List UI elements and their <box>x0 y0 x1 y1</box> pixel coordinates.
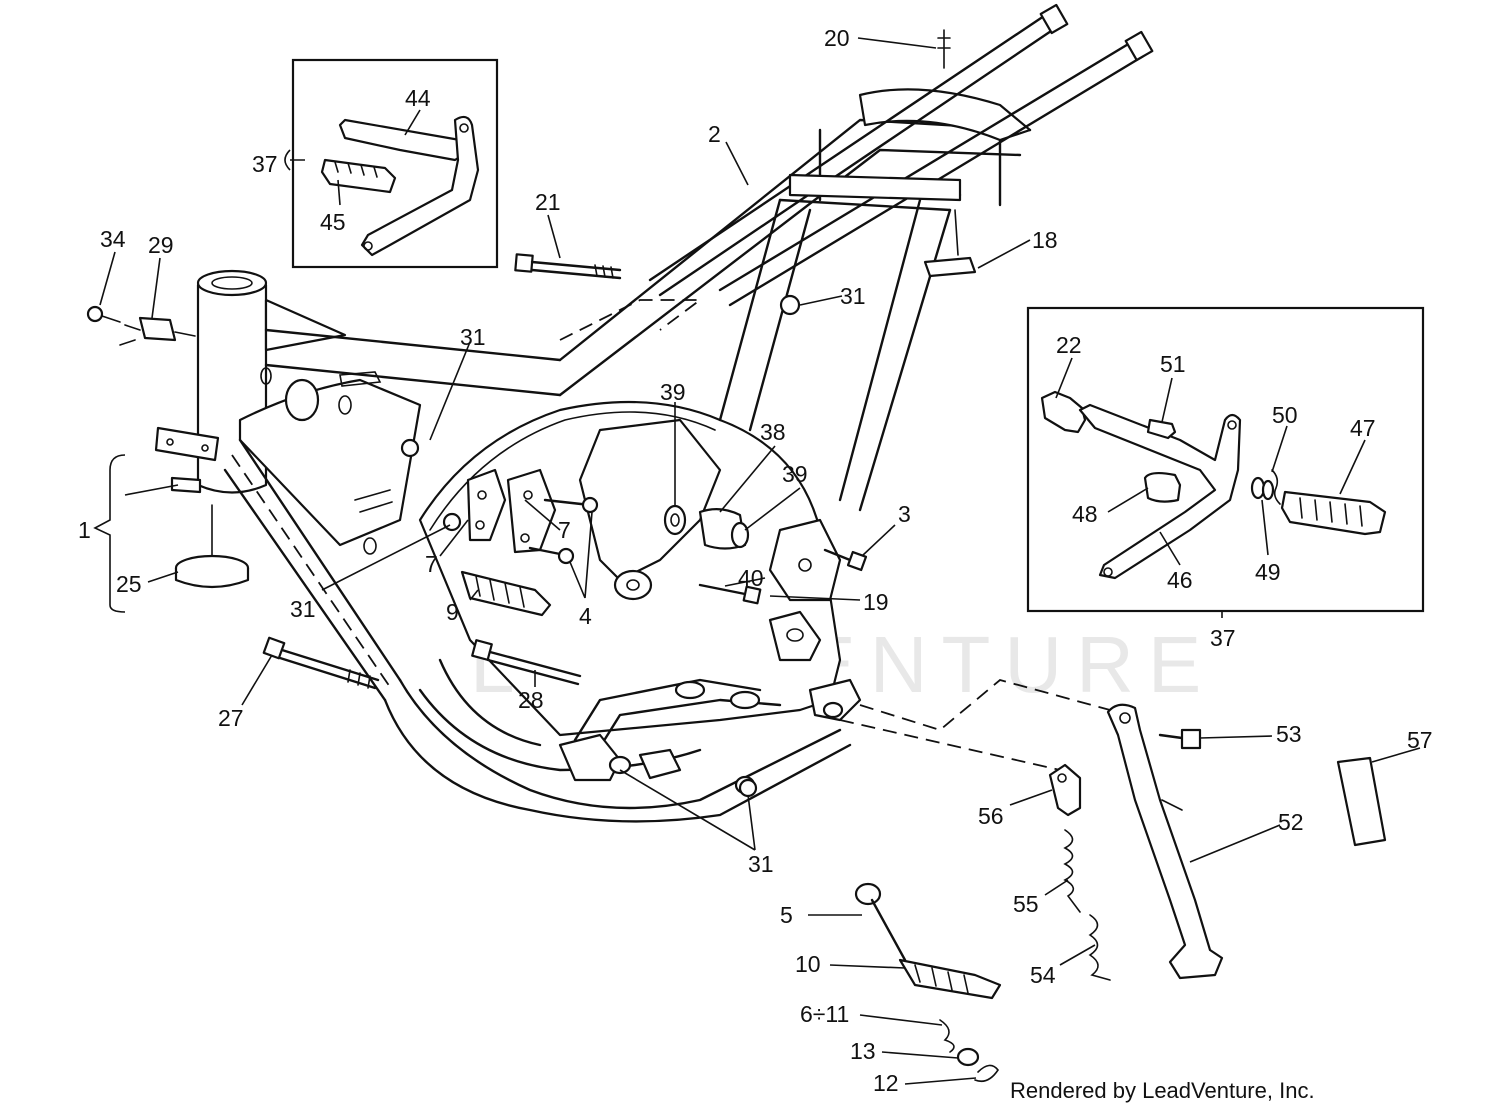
inset-box-footpeg-left <box>291 58 499 269</box>
callout-37-inset-left: 37 <box>252 151 278 177</box>
part-bracket-rear <box>923 209 977 278</box>
callout-40: 40 <box>738 565 764 591</box>
part-bushing-39a <box>663 504 687 536</box>
part-bolt-28 <box>471 639 582 686</box>
part-bolt-27 <box>262 636 380 690</box>
callout-25: 25 <box>116 571 142 597</box>
callout-5: 5 <box>780 902 793 928</box>
callout-9: 9 <box>446 599 459 625</box>
part-spring-6-11 <box>939 1019 955 1053</box>
callout-54: 54 <box>1030 962 1056 988</box>
footpeg-bracket-left <box>338 115 480 257</box>
footpeg-spacer <box>1143 471 1182 503</box>
callout-31-mid-left: 31 <box>290 596 316 622</box>
part-nut-31-upper <box>779 294 801 316</box>
footpeg-pivot-bolt <box>1146 418 1177 440</box>
callout-22: 22 <box>1056 332 1082 358</box>
part-bolt-3 <box>823 548 868 572</box>
part-clip <box>937 29 951 69</box>
callout-39-right: 39 <box>782 461 808 487</box>
part-side-stand-52 <box>1106 703 1224 980</box>
callout-53: 53 <box>1276 721 1302 747</box>
footpeg-spring-washers <box>1250 469 1281 505</box>
callout-52: 52 <box>1278 809 1304 835</box>
part-bracket-plate-1 <box>154 426 220 494</box>
callout-31-upper-left: 31 <box>460 324 486 350</box>
part-mount-bracket-7a <box>466 468 507 542</box>
callout-51: 51 <box>1160 351 1186 377</box>
callout-39-left: 39 <box>660 379 686 405</box>
callout-56: 56 <box>978 803 1004 829</box>
part-label-57 <box>1336 756 1387 847</box>
callout-7-right: 7 <box>558 517 571 543</box>
part-bracket-19 <box>768 610 822 662</box>
part-bolt-40 <box>698 583 762 605</box>
callout-21: 21 <box>535 189 561 215</box>
callout-7-left: 7 <box>425 551 438 577</box>
callout-31-upper-right: 31 <box>840 283 866 309</box>
callout-57: 57 <box>1407 727 1433 753</box>
callout-46: 46 <box>1167 567 1193 593</box>
callout-55: 55 <box>1013 891 1039 917</box>
footpeg-right <box>1280 490 1387 536</box>
assembly-guide-spring <box>839 719 1061 771</box>
callout-28: 28 <box>518 687 544 713</box>
part-nut-31-left <box>400 438 420 458</box>
callout-31-bottom: 31 <box>748 851 774 877</box>
part-footpeg-10 <box>898 958 1002 1000</box>
callout-2: 2 <box>708 121 721 147</box>
part-damper-29 <box>119 316 196 346</box>
part-grommet-25 <box>174 504 250 589</box>
callout-44: 44 <box>405 85 431 111</box>
part-bushing-39b <box>730 521 750 549</box>
part-footpeg-9 <box>460 570 552 617</box>
callout-49: 49 <box>1255 559 1281 585</box>
callout-3: 3 <box>898 501 911 527</box>
callout-37-inset-right: 37 <box>1210 625 1236 651</box>
part-nut-31-lower <box>738 778 758 798</box>
part-washer-13 <box>956 1047 980 1067</box>
callout-labels: 20 2 44 37 45 21 18 34 29 31 31 22 51 50… <box>78 25 1433 1096</box>
callout-13: 13 <box>850 1038 876 1064</box>
callout-34: 34 <box>100 226 126 252</box>
part-bolts-4 <box>528 496 599 565</box>
part-screw-34 <box>86 305 121 323</box>
callout-47: 47 <box>1350 415 1376 441</box>
part-pin-5 <box>854 882 907 962</box>
callout-20: 20 <box>824 25 850 51</box>
leader-lines <box>93 37 1421 1085</box>
callout-19: 19 <box>863 589 889 615</box>
callout-45: 45 <box>320 209 346 235</box>
assembly-guide-upper <box>559 299 703 341</box>
assembly-guide-stand <box>859 679 1111 732</box>
callout-18: 18 <box>1032 227 1058 253</box>
callout-1: 1 <box>78 517 91 543</box>
part-spring-54 <box>1088 914 1111 981</box>
part-bolt-long-upper <box>514 253 622 280</box>
part-mount-bracket-7b <box>506 468 557 554</box>
callout-48: 48 <box>1072 501 1098 527</box>
callout-4: 4 <box>579 603 592 629</box>
callout-6-11: 6÷11 <box>800 1001 849 1027</box>
callout-12: 12 <box>873 1070 899 1096</box>
callout-50: 50 <box>1272 402 1298 428</box>
callout-27: 27 <box>218 705 244 731</box>
callout-29: 29 <box>148 232 174 258</box>
footpeg-rubber-left <box>320 158 397 194</box>
footpeg-bracket-right <box>1040 390 1242 580</box>
part-spring-55 <box>1063 829 1081 913</box>
render-credit: Rendered by LeadVenture, Inc. <box>1010 1078 1315 1103</box>
inset-box-footpeg-right <box>1026 306 1425 613</box>
part-bolt-53 <box>1158 728 1202 750</box>
part-spring-bracket-56 <box>1048 763 1082 817</box>
part-cotter-12 <box>974 1064 999 1083</box>
callout-10: 10 <box>795 951 821 977</box>
callout-38: 38 <box>760 419 786 445</box>
